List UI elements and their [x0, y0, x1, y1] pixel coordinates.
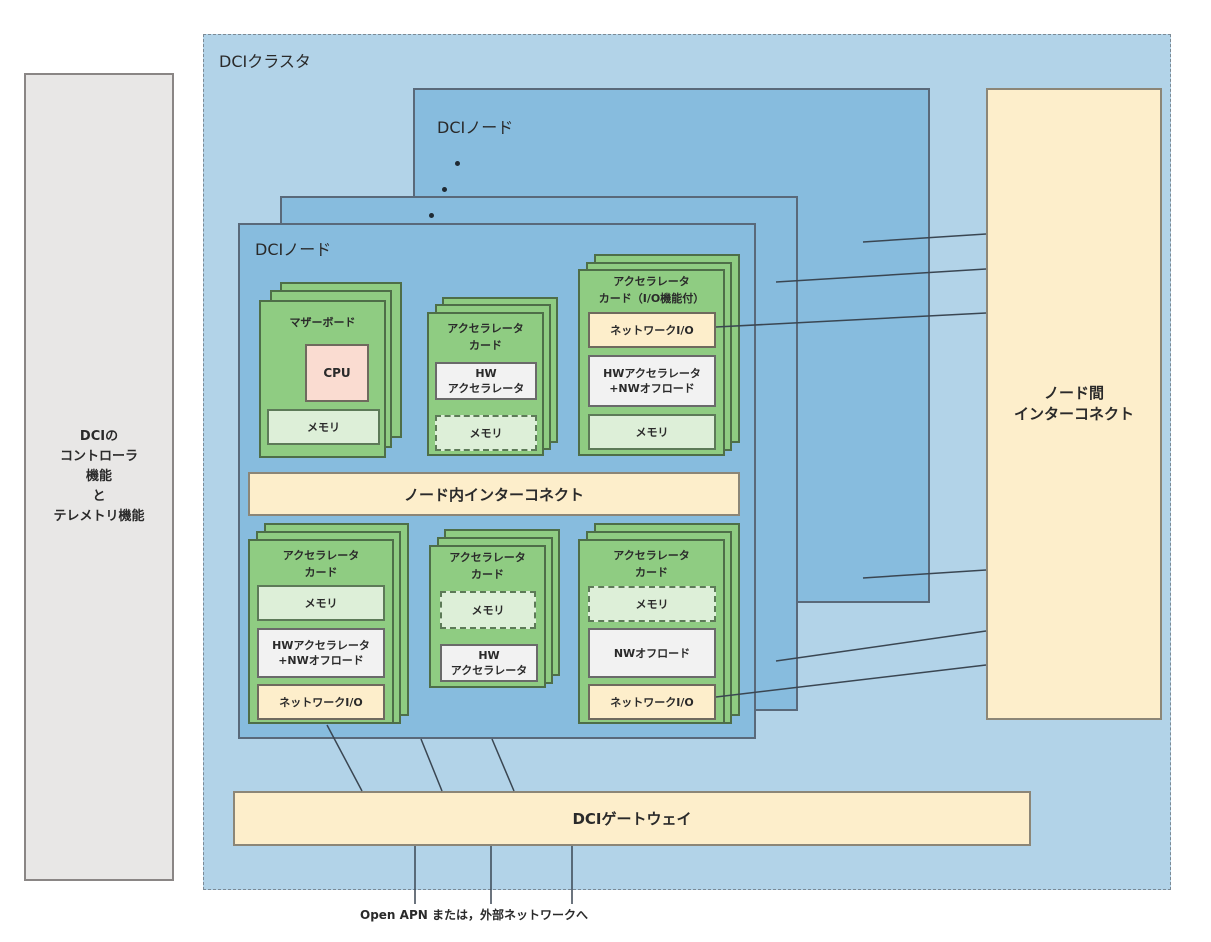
ellipsis-dot	[442, 187, 447, 192]
accelerator-card: アクセラレータ カード メモリ HWアクセラレータ +NWオフロード ネットワー…	[248, 539, 394, 724]
memory-box: メモリ	[588, 414, 716, 450]
accelerator-card: アクセラレータ カード メモリ NWオフロード ネットワークI/O	[578, 539, 725, 724]
card-title: アクセラレータ カード（I/O機能付）	[598, 275, 705, 305]
hw-accelerator-box: HW アクセラレータ	[435, 362, 537, 400]
nw-offload-box: NWオフロード	[588, 628, 716, 678]
cluster-label: DCIクラスタ	[219, 52, 311, 71]
hw-accelerator-offload-box: HWアクセラレータ +NWオフロード	[257, 628, 385, 678]
card-title: アクセラレータ カード	[449, 551, 526, 581]
link-line	[862, 233, 987, 243]
network-io-box: ネットワークI/O	[588, 312, 716, 348]
node-back-label: DCIノード	[437, 118, 514, 137]
network-io-box: ネットワークI/O	[257, 684, 385, 720]
link-line	[775, 630, 987, 662]
node-front-label: DCIノード	[255, 240, 332, 259]
link-line	[862, 569, 987, 579]
card-title: アクセラレータ カード	[447, 322, 524, 352]
memory-box: メモリ	[257, 585, 385, 621]
memory-box: メモリ	[588, 586, 716, 622]
card-title: アクセラレータ カード	[613, 549, 690, 579]
intra-node-interconnect: ノード内インターコネクト	[248, 472, 740, 516]
cpu-box: CPU	[305, 344, 369, 402]
link-line	[775, 268, 987, 283]
ellipsis-dot	[429, 213, 434, 218]
link-line	[715, 312, 987, 328]
controller-telemetry-box: DCIの コントローラ 機能 と テレメトリ機能	[24, 73, 174, 881]
link-line	[491, 738, 515, 792]
inter-node-interconnect: ノード間 インターコネクト	[986, 88, 1162, 720]
hw-accelerator-box: HW アクセラレータ	[440, 644, 538, 682]
accelerator-card-io: アクセラレータ カード（I/O機能付） ネットワークI/O HWアクセラレータ …	[578, 269, 725, 456]
memory-box: メモリ	[440, 591, 536, 629]
link-line	[326, 724, 363, 792]
network-io-box: ネットワークI/O	[588, 684, 716, 720]
card-title: アクセラレータ カード	[282, 549, 360, 579]
accelerator-card: アクセラレータ カード HW アクセラレータ メモリ	[427, 312, 544, 456]
motherboard-card: マザーボード CPU メモリ	[259, 300, 386, 458]
motherboard-title: マザーボード	[289, 316, 356, 329]
hw-accelerator-offload-box: HWアクセラレータ +NWオフロード	[588, 355, 716, 407]
link-line	[715, 664, 987, 698]
memory-box: メモリ	[267, 409, 380, 445]
link-line	[420, 738, 443, 792]
external-network-label: Open APN または，外部ネットワークへ	[360, 908, 588, 922]
dci-gateway: DCIゲートウェイ	[233, 791, 1031, 846]
accelerator-card: アクセラレータ カード メモリ HW アクセラレータ	[429, 545, 546, 688]
memory-box: メモリ	[435, 415, 537, 451]
ellipsis-dot	[455, 161, 460, 166]
